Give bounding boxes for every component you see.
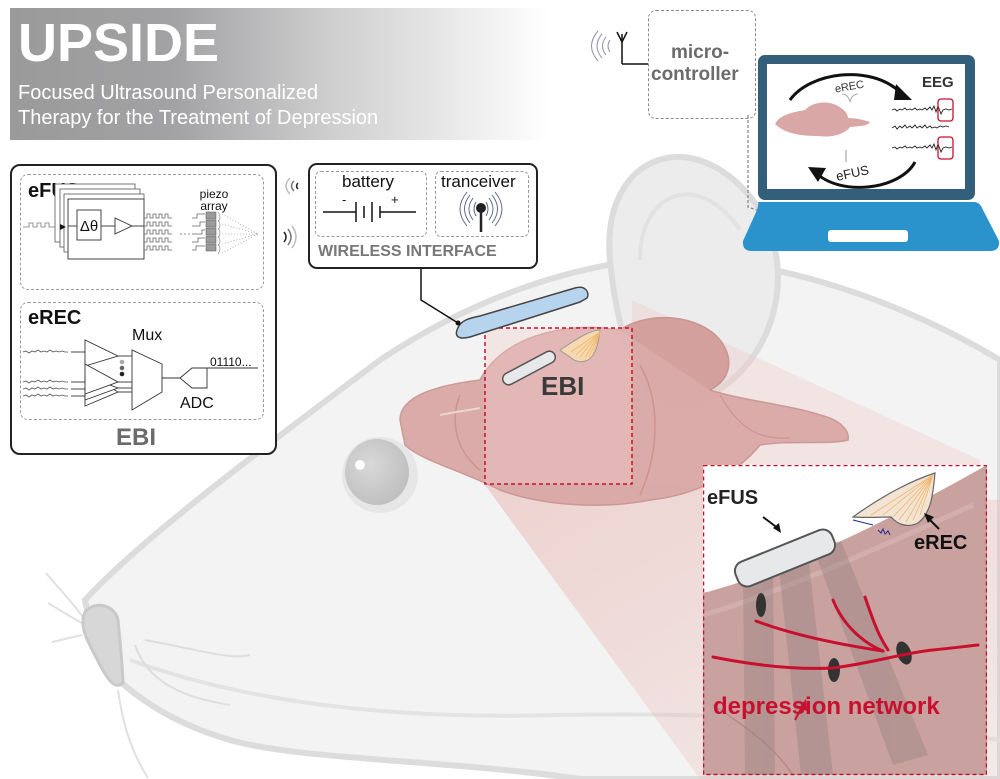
ebi-brain-label: EBI: [541, 371, 585, 401]
depression-network-label: depression network: [713, 693, 940, 720]
ebi-region-box: [484, 327, 633, 485]
inset-efus-device: [733, 528, 837, 588]
battery-icon: - +: [323, 192, 416, 222]
headstage-device: [455, 286, 589, 339]
page-title: UPSIDE: [18, 13, 220, 73]
inset-efus-label: eFUS: [707, 487, 759, 509]
battery-section: [315, 171, 427, 237]
microcontroller-label-1: micro-: [671, 42, 730, 63]
subtitle-line-1: Focused Ultrasound Personalized: [18, 82, 319, 104]
inset-erec-label: eREC: [914, 532, 968, 554]
subtitle-line-2: Therapy for the Treatment of Depression: [18, 107, 379, 129]
piezo-label-1: piezo: [200, 187, 229, 201]
eeg-label: EEG: [922, 74, 954, 91]
ebi-device-small: [501, 350, 557, 386]
adc-output-bits: 01110...: [210, 355, 252, 369]
erec-section: [20, 302, 264, 420]
battery-plus: +: [391, 192, 399, 207]
erec-title: eREC: [28, 307, 82, 329]
mux-label: Mux: [132, 327, 162, 344]
laptop-brain: [775, 102, 870, 137]
battery-minus: -: [342, 192, 346, 207]
wireless-interface-panel: [308, 163, 538, 269]
adc-label: ADC: [180, 395, 214, 412]
laptop: EEG eREC eFUS: [742, 55, 1000, 251]
ebi-panel-title: EBI: [116, 424, 157, 451]
inset-brain-zoom: [703, 465, 987, 776]
transceiver-section: [435, 171, 529, 237]
rat-nose: [81, 603, 125, 687]
microcontroller-label-2: controller: [651, 64, 739, 85]
piezo-label-2: array: [200, 199, 227, 213]
wireless-waves-icon: [283, 177, 299, 249]
title-banner: [10, 8, 550, 140]
antenna-broadcast-icon: [459, 191, 503, 232]
transceiver-label: tranceiver: [441, 172, 516, 191]
battery-label: battery: [342, 172, 394, 191]
phase-shift-label: Δθ: [80, 218, 98, 235]
wireless-interface-title: WIRELESS INTERFACE: [318, 243, 497, 260]
efus-section: [20, 174, 264, 290]
microcontroller-box: [648, 10, 756, 119]
efus-circuit-diagram: Δθ piezo array: [23, 183, 259, 260]
erec-circuit-diagram: Mux ADC 01110...: [22, 327, 258, 412]
laptop-efus-label: eFUS: [835, 162, 871, 184]
laptop-erec-label: eREC: [834, 79, 865, 96]
microcontroller-antenna-icon: [591, 30, 648, 65]
